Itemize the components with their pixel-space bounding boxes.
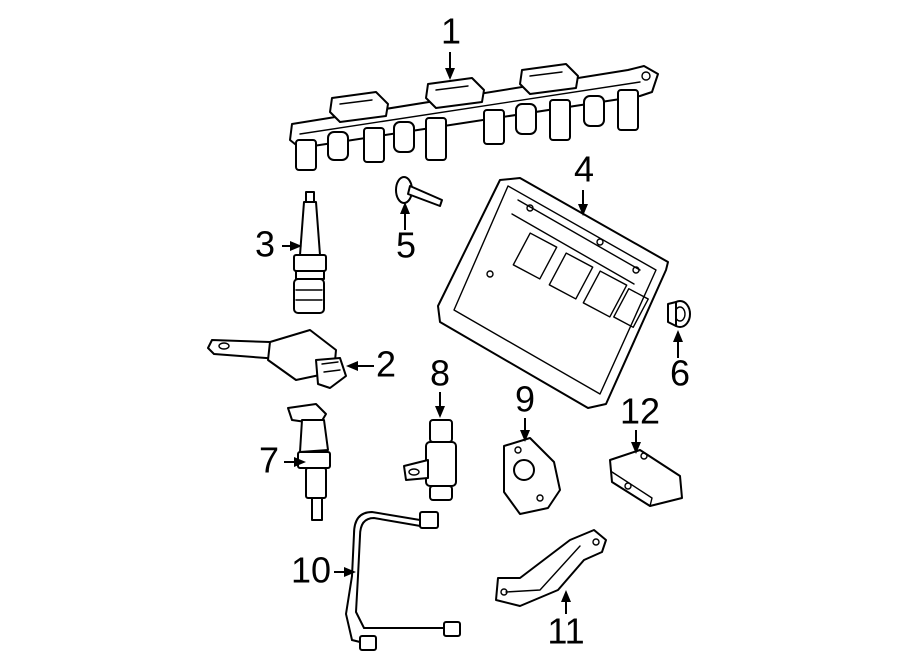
callout-2: 2 [376, 344, 396, 385]
callout-5: 5 [396, 225, 416, 266]
ignition-coil-rail [289, 63, 659, 171]
callout-1: 1 [441, 11, 461, 52]
sensor-part-8 [403, 419, 457, 501]
map-sensor [609, 449, 683, 507]
callout-6: 6 [670, 353, 690, 394]
sensor-part-7 [287, 403, 331, 521]
grommet [667, 300, 691, 328]
spark-plug [293, 191, 327, 314]
callout-9: 9 [515, 379, 535, 420]
callout-11: 11 [547, 611, 584, 652]
callout-8: 8 [430, 353, 450, 394]
throttle-position-sensor [503, 437, 561, 515]
callout-4: 4 [574, 149, 594, 190]
bolt-part-5 [395, 176, 443, 207]
engine-control-module [437, 177, 669, 409]
callout-7: 7 [259, 440, 279, 481]
callout-labels: 1 2 3 4 5 6 7 8 9 10 11 12 [255, 11, 690, 652]
callout-10: 10 [291, 550, 331, 591]
callout-12: 12 [620, 391, 660, 432]
bracket-part-11 [495, 529, 607, 607]
sensor-part-2 [207, 329, 347, 389]
wiring-harness [344, 510, 461, 651]
callout-3: 3 [255, 224, 275, 265]
leader-lines [282, 52, 683, 614]
